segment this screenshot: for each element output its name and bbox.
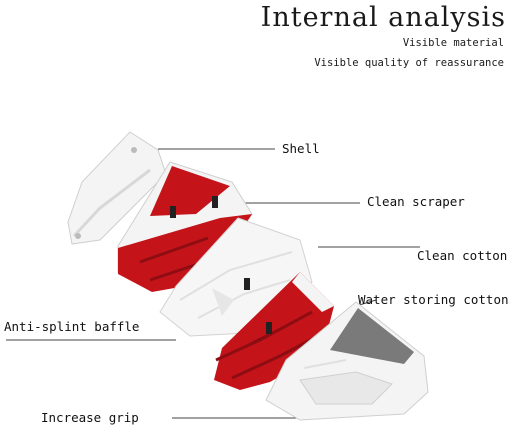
subtitle-visible-material: Visible material: [402, 37, 504, 49]
label-clean-cotton: Clean cotton: [417, 248, 508, 263]
subtitle-visible-quality: Visible quality of reassurance: [314, 57, 504, 69]
label-water-storing-cotton: Water storing cotton: [358, 292, 509, 307]
label-anti-splint-baffle: Anti-splint baffle: [4, 319, 140, 334]
label-shell: Shell: [282, 141, 320, 156]
water-storing-cotton-pad: [330, 308, 414, 364]
part-grip-base: [265, 301, 429, 421]
label-clean-scraper: Clean scraper: [367, 194, 465, 209]
page-title: Internal analysis: [260, 2, 506, 33]
leader-lines: [6, 148, 420, 419]
part-shell: [67, 131, 167, 245]
label-increase-grip: Increase grip: [41, 410, 139, 425]
